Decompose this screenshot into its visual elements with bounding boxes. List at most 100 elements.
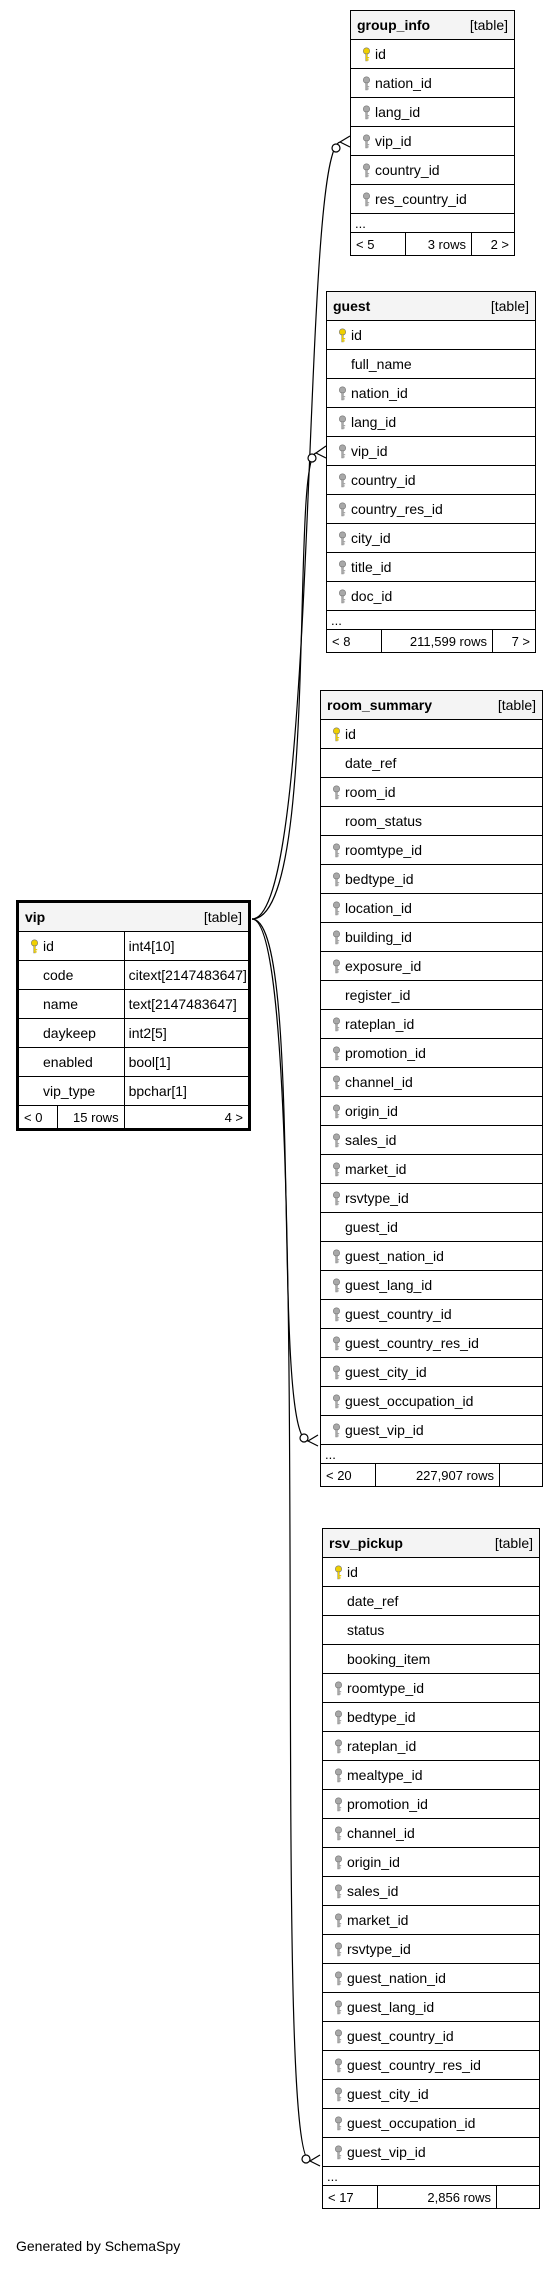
- column-row[interactable]: guest_vip_id: [320, 1415, 543, 1445]
- column-row[interactable]: nation_id: [350, 68, 515, 98]
- column-row[interactable]: booking_item: [322, 1644, 540, 1674]
- parents-count[interactable]: < 8: [326, 629, 382, 653]
- table-vip[interactable]: vip [table] id int4[10] code citext[2147…: [16, 900, 251, 1131]
- column-row[interactable]: rateplan_id: [322, 1731, 540, 1761]
- table-name[interactable]: guest: [333, 298, 371, 314]
- column-row[interactable]: guest_nation_id: [322, 1963, 540, 1993]
- column-row[interactable]: guest_vip_id: [322, 2137, 540, 2167]
- table-header[interactable]: vip [table]: [17, 901, 250, 932]
- children-count[interactable]: 4 >: [123, 1105, 251, 1130]
- column-row[interactable]: doc_id: [326, 581, 536, 611]
- column-row[interactable]: building_id: [320, 922, 543, 952]
- children-count[interactable]: [496, 2185, 540, 2209]
- children-count[interactable]: 7 >: [492, 629, 536, 653]
- column-row[interactable]: res_country_id: [350, 184, 515, 214]
- column-row[interactable]: roomtype_id: [320, 835, 543, 865]
- column-row[interactable]: full_name: [326, 349, 536, 379]
- column-row[interactable]: title_id: [326, 552, 536, 582]
- column-name: guest_lang_id: [347, 1998, 435, 2015]
- column-row[interactable]: nation_id: [326, 378, 536, 408]
- column-row[interactable]: lang_id: [326, 407, 536, 437]
- column-row[interactable]: origin_id: [320, 1096, 543, 1126]
- foreign-key-icon: [323, 2086, 347, 2103]
- children-count[interactable]: [499, 1463, 543, 1487]
- column-row[interactable]: channel_id: [320, 1067, 543, 1097]
- column-row[interactable]: code citext[2147483647]: [17, 960, 251, 990]
- column-row[interactable]: daykeep int2[5]: [17, 1018, 251, 1048]
- column-name: code: [43, 967, 74, 983]
- column-row[interactable]: bedtype_id: [322, 1702, 540, 1732]
- column-row[interactable]: guest_country_res_id: [322, 2050, 540, 2080]
- column-row[interactable]: origin_id: [322, 1847, 540, 1877]
- column-row[interactable]: id: [322, 1557, 540, 1587]
- column-row[interactable]: id: [326, 320, 536, 350]
- column-row[interactable]: rateplan_id: [320, 1009, 543, 1039]
- column-row[interactable]: guest_id: [320, 1212, 543, 1242]
- parents-count[interactable]: < 5: [350, 232, 406, 256]
- column-row[interactable]: market_id: [320, 1154, 543, 1184]
- column-row[interactable]: vip_id: [326, 436, 536, 466]
- column-row[interactable]: room_id: [320, 777, 543, 807]
- column-row[interactable]: room_status: [320, 806, 543, 836]
- parents-count[interactable]: < 17: [322, 2185, 378, 2209]
- column-row[interactable]: vip_id: [350, 126, 515, 156]
- column-row[interactable]: country_id: [326, 465, 536, 495]
- column-row[interactable]: date_ref: [320, 748, 543, 778]
- children-count[interactable]: 2 >: [471, 232, 515, 256]
- table-footer: < 0 15 rows 4 >: [17, 1105, 251, 1130]
- column-row[interactable]: country_res_id: [326, 494, 536, 524]
- column-row[interactable]: guest_occupation_id: [320, 1386, 543, 1416]
- parents-count[interactable]: < 20: [320, 1463, 376, 1487]
- column-row[interactable]: guest_city_id: [322, 2079, 540, 2109]
- table-name[interactable]: rsv_pickup: [329, 1535, 403, 1551]
- table-header[interactable]: group_info [table]: [350, 10, 515, 40]
- column-row[interactable]: roomtype_id: [322, 1673, 540, 1703]
- column-row[interactable]: name text[2147483647]: [17, 989, 251, 1019]
- column-row[interactable]: register_id: [320, 980, 543, 1010]
- column-row[interactable]: channel_id: [322, 1818, 540, 1848]
- foreign-key-icon: [323, 2144, 347, 2161]
- optional-marker: [301, 2154, 311, 2164]
- column-row[interactable]: guest_country_id: [322, 2021, 540, 2051]
- column-row[interactable]: guest_lang_id: [320, 1270, 543, 1300]
- column-row[interactable]: guest_nation_id: [320, 1241, 543, 1271]
- column-row[interactable]: status: [322, 1615, 540, 1645]
- column-row[interactable]: guest_country_id: [320, 1299, 543, 1329]
- column-row[interactable]: id: [350, 39, 515, 69]
- column-row[interactable]: rsvtype_id: [322, 1934, 540, 1964]
- column-row[interactable]: id: [320, 719, 543, 749]
- column-row[interactable]: market_id: [322, 1905, 540, 1935]
- column-row[interactable]: guest_lang_id: [322, 1992, 540, 2022]
- column-row[interactable]: promotion_id: [320, 1038, 543, 1068]
- table-header[interactable]: rsv_pickup [table]: [322, 1528, 540, 1558]
- column-row[interactable]: sales_id: [322, 1876, 540, 1906]
- table-header[interactable]: guest [table]: [326, 291, 536, 321]
- column-name: lang_id: [375, 103, 421, 120]
- column-row[interactable]: guest_occupation_id: [322, 2108, 540, 2138]
- column-row[interactable]: id int4[10]: [17, 931, 251, 961]
- column-row[interactable]: mealtype_id: [322, 1760, 540, 1790]
- column-row[interactable]: guest_city_id: [320, 1357, 543, 1387]
- column-row[interactable]: lang_id: [350, 97, 515, 127]
- column-row[interactable]: promotion_id: [322, 1789, 540, 1819]
- table-name[interactable]: group_info: [357, 17, 431, 33]
- table-header[interactable]: room_summary [table]: [320, 690, 543, 720]
- column-row[interactable]: country_id: [350, 155, 515, 185]
- column-row[interactable]: guest_country_res_id: [320, 1328, 543, 1358]
- column-row[interactable]: enabled bool[1]: [17, 1047, 251, 1077]
- table-name[interactable]: vip: [25, 909, 46, 925]
- column-row[interactable]: date_ref: [322, 1586, 540, 1616]
- column-row[interactable]: vip_type bpchar[1]: [17, 1076, 251, 1106]
- column-row[interactable]: exposure_id: [320, 951, 543, 981]
- table-name[interactable]: room_summary: [327, 697, 433, 713]
- column-row[interactable]: location_id: [320, 893, 543, 923]
- column-row[interactable]: sales_id: [320, 1125, 543, 1155]
- column-row[interactable]: rsvtype_id: [320, 1183, 543, 1213]
- parents-count[interactable]: < 0: [17, 1105, 58, 1130]
- column-row[interactable]: bedtype_id: [320, 864, 543, 894]
- column-row[interactable]: city_id: [326, 523, 536, 553]
